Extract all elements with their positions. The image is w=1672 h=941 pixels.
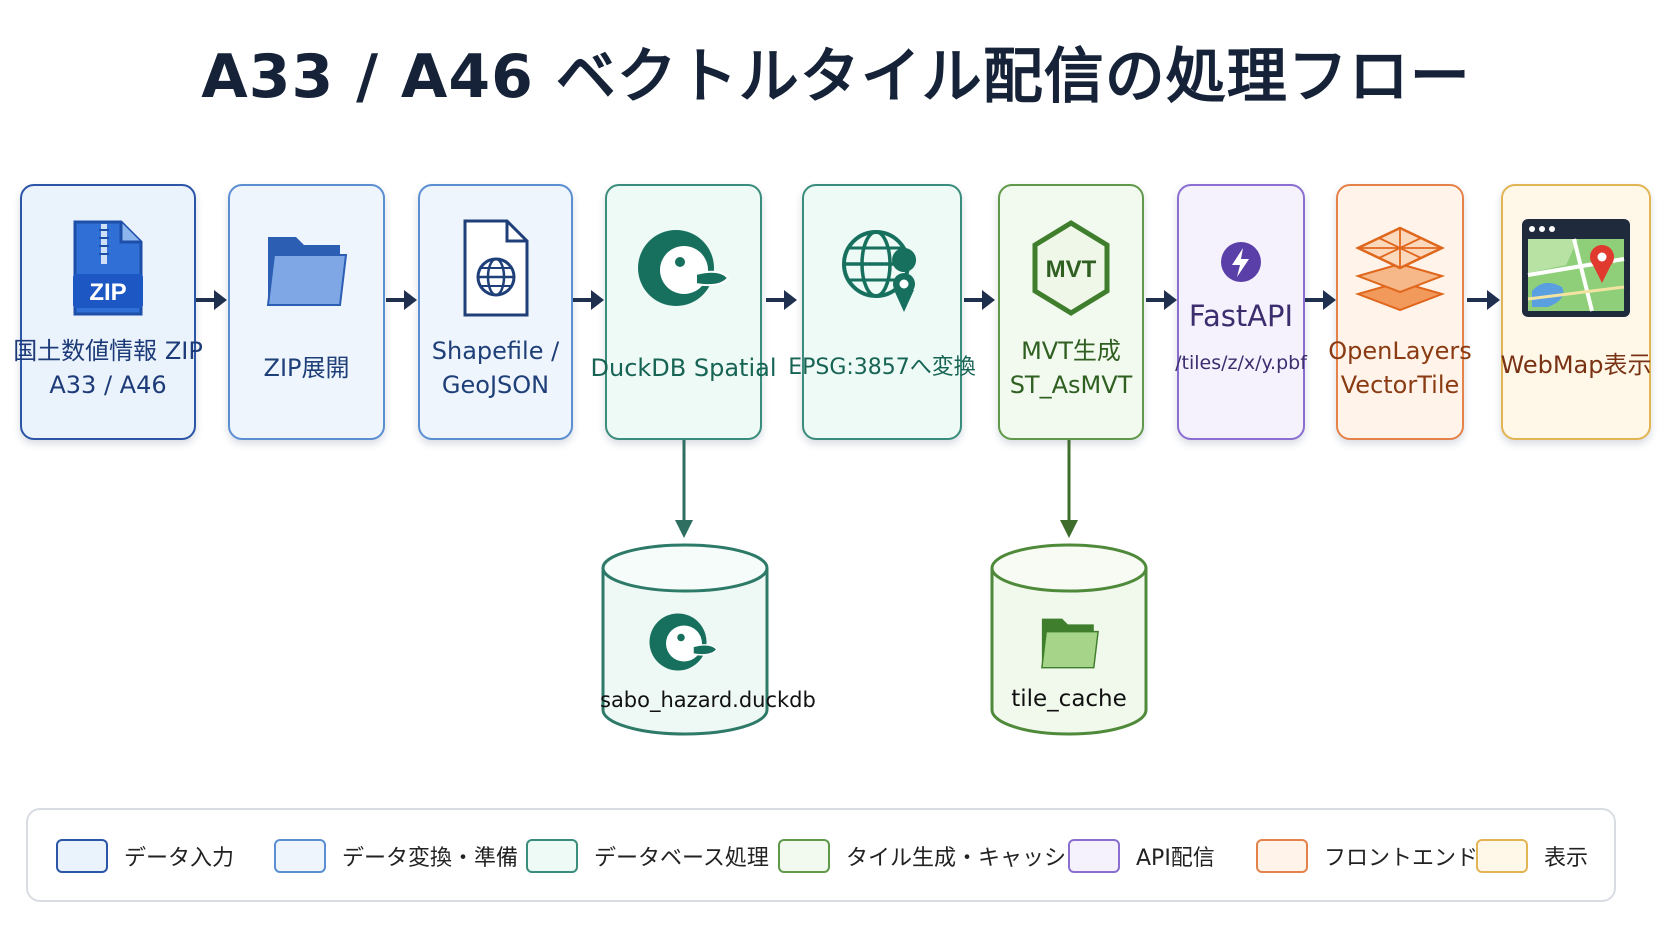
node-webmap: WebMap表示 <box>1500 184 1652 440</box>
node-shapefile-geojson: Shapefile /GeoJSON <box>418 184 573 440</box>
legend-item-tile: タイル生成・キャッシュ <box>778 838 1088 874</box>
node-label: EPSG:3857へ変換 <box>788 355 976 380</box>
map-window-icon <box>1518 212 1634 324</box>
zip-file-icon: ZIP <box>71 212 145 324</box>
legend-swatch <box>778 839 830 873</box>
node-label: Shapefile /GeoJSON <box>431 337 560 399</box>
legend-item-database: データベース処理 <box>526 838 769 874</box>
flow-arrow <box>964 290 995 310</box>
flow-arrow <box>386 290 417 310</box>
legend: データ入力 データ変換・準備 データベース処理 タイル生成・キャッシュ API配… <box>26 808 1616 902</box>
flow-arrow <box>766 290 797 310</box>
flow-arrow <box>196 290 227 310</box>
node-label: DuckDB Spatial <box>590 354 777 382</box>
duck-icon <box>636 212 732 324</box>
folder-icon <box>1039 608 1101 678</box>
duck-icon <box>648 606 720 682</box>
svg-text:MVT: MVT <box>1046 256 1097 283</box>
legend-label: タイル生成・キャッシュ <box>846 846 1089 871</box>
diagram-title: A33 / A46 ベクトルタイル配信の処理フロー <box>201 42 1471 112</box>
node-label: FastAPI /tiles/z/x/y.pbf <box>1175 299 1307 374</box>
flow-arrow <box>1146 290 1177 310</box>
legend-label: フロントエンド <box>1324 846 1479 871</box>
legend-label: API配信 <box>1136 846 1215 871</box>
legend-swatch <box>1068 839 1120 873</box>
globe-file-icon <box>461 212 531 324</box>
node-epsg-transform: EPSG:3857へ変換 <box>788 184 976 440</box>
flow-arrow <box>1305 290 1336 310</box>
legend-item-data-input: データ入力 <box>56 838 234 874</box>
legend-label: データ入力 <box>124 846 235 871</box>
legend-item-api: API配信 <box>1068 838 1215 874</box>
legend-swatch <box>1256 839 1308 873</box>
tile-cache-storage: tile_cache <box>989 542 1149 742</box>
legend-item-data-prep: データ変換・準備 <box>274 838 518 874</box>
duckdb-file-storage: sabo_hazard.duckdb <box>600 542 816 742</box>
legend-label: データ変換・準備 <box>342 846 519 871</box>
flow-arrow <box>1467 290 1500 310</box>
legend-item-display: 表示 <box>1476 838 1588 874</box>
folder-icon <box>264 212 350 324</box>
storage-label: tile_cache <box>1011 686 1127 712</box>
svg-text:ZIP: ZIP <box>89 279 126 306</box>
layers-icon <box>1352 212 1448 324</box>
legend-swatch <box>56 839 108 873</box>
lightning-icon <box>1219 232 1263 292</box>
legend-item-frontend: フロントエンド <box>1256 838 1478 874</box>
legend-swatch <box>274 839 326 873</box>
legend-swatch <box>526 839 578 873</box>
flow-arrow <box>573 290 604 310</box>
node-label: WebMap表示 <box>1500 351 1652 379</box>
mvt-hexagon-icon: MVT <box>1031 212 1111 324</box>
storage-label: sabo_hazard.duckdb <box>600 688 816 712</box>
globe-pin-icon <box>834 212 930 324</box>
legend-swatch <box>1476 839 1528 873</box>
node-fastapi: FastAPI /tiles/z/x/y.pbf <box>1175 184 1307 440</box>
legend-label: データベース処理 <box>594 846 769 871</box>
storage-arrow-tiles <box>1060 440 1078 538</box>
node-duckdb-spatial: DuckDB Spatial <box>591 184 777 440</box>
storage-arrow-duckdb <box>675 440 693 538</box>
node-label: ZIP展開 <box>263 354 350 382</box>
node-zip-extract: ZIP展開 <box>228 184 385 440</box>
legend-label: 表示 <box>1544 846 1589 871</box>
